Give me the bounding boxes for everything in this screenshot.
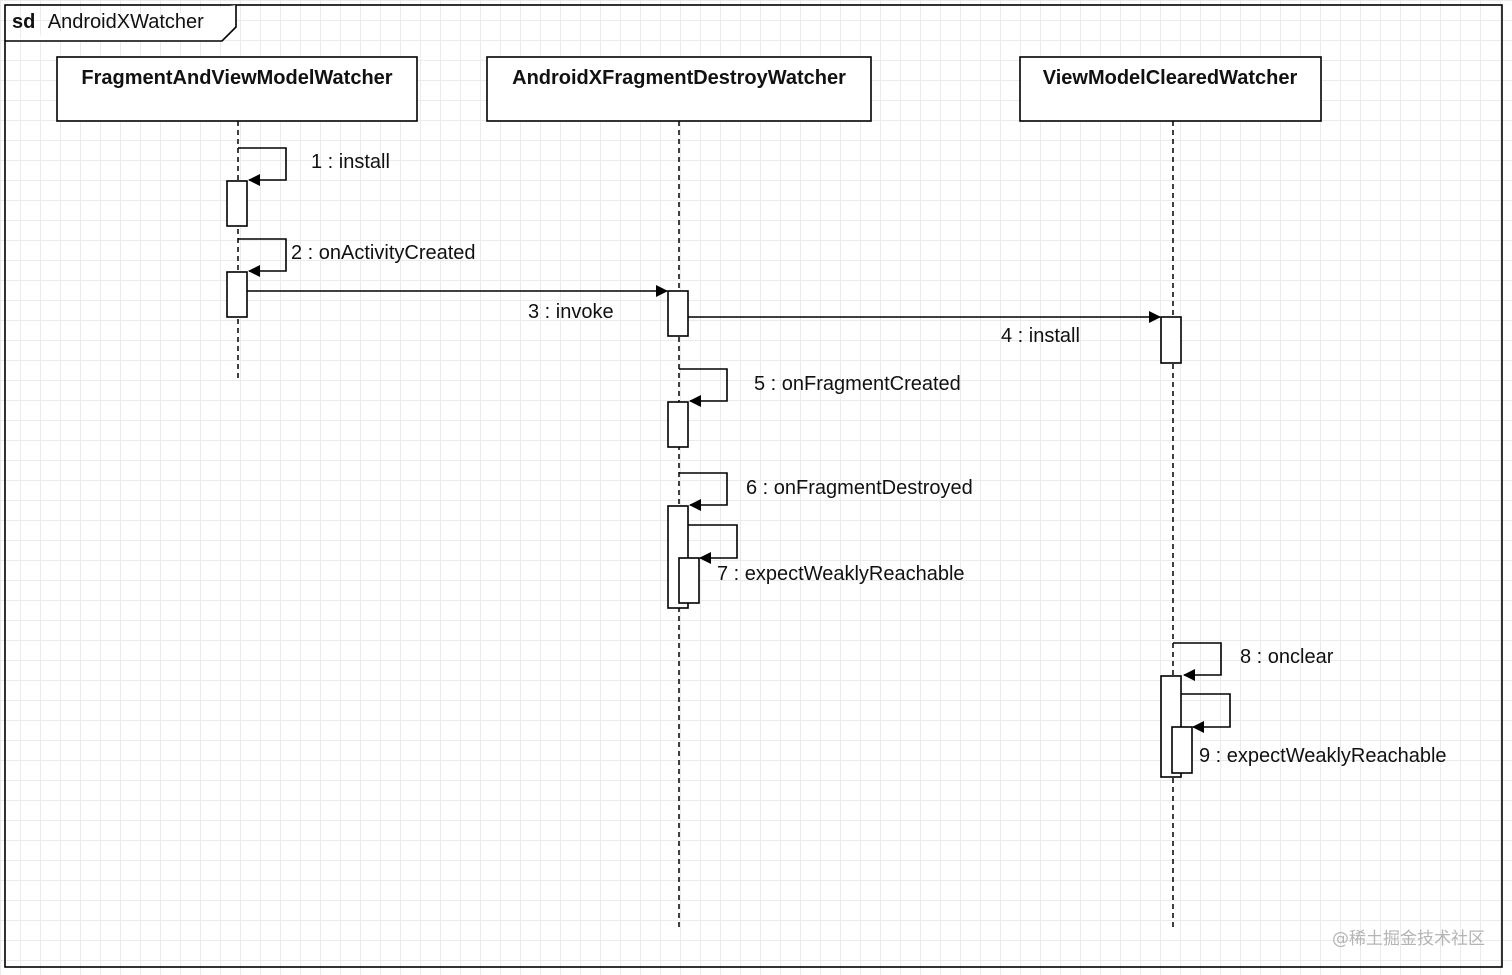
- participant-androidx-fragment-destroy-watcher[interactable]: AndroidXFragmentDestroyWatcher: [486, 56, 872, 122]
- message-8-arrow: [1173, 642, 1222, 681]
- participant-name: ViewModelClearedWatcher: [1043, 67, 1298, 89]
- message-5-arrow: [679, 368, 728, 407]
- message-1-arrow: [238, 147, 287, 186]
- message-4-label: 4 : install: [1001, 325, 1080, 347]
- participant-name: AndroidXFragmentDestroyWatcher: [512, 67, 846, 89]
- message-9-arrow: [1181, 693, 1231, 733]
- message-2-arrow: [238, 238, 287, 277]
- message-9[interactable]: 9 : expectWeaklyReachable: [1171, 693, 1447, 774]
- frame-border: [4, 4, 1503, 968]
- message-6-arrow: [679, 472, 728, 511]
- participant-name: FragmentAndViewModelWatcher: [81, 67, 392, 89]
- activation-bar: [1160, 316, 1182, 364]
- message-8-label: 8 : onclear: [1240, 646, 1334, 668]
- participant-box: [56, 56, 418, 122]
- participant-viewmodel-cleared-watcher[interactable]: ViewModelClearedWatcher: [1019, 56, 1322, 122]
- activation-bar: [678, 557, 700, 604]
- participant-box: [486, 56, 872, 122]
- activation-bar: [667, 290, 689, 337]
- message-7[interactable]: 7 : expectWeaklyReachable: [678, 524, 965, 604]
- message-3[interactable]: 3 : invoke: [247, 285, 689, 337]
- message-1[interactable]: 1 : install: [226, 147, 390, 227]
- participant-fragment-and-viewmodel-watcher[interactable]: FragmentAndViewModelWatcher: [56, 56, 418, 122]
- activation-bar: [667, 401, 689, 448]
- activation-bar: [226, 180, 248, 227]
- message-5-label: 5 : onFragmentCreated: [754, 373, 961, 395]
- message-3-label: 3 : invoke: [528, 301, 614, 323]
- frame-keyword: sd: [12, 11, 35, 33]
- watermark: @稀土掘金技术社区: [1332, 929, 1485, 949]
- activation-bar: [226, 271, 248, 318]
- frame-label-tab: [5, 5, 237, 42]
- message-4[interactable]: 4 : install: [688, 311, 1182, 364]
- message-7-label: 7 : expectWeaklyReachable: [717, 563, 965, 585]
- frame-name: AndroidXWatcher: [48, 11, 204, 33]
- message-2[interactable]: 2 : onActivityCreated: [226, 238, 476, 318]
- message-6[interactable]: 6 : onFragmentDestroyed: [667, 472, 973, 609]
- message-7-arrow: [688, 524, 738, 564]
- message-9-label: 9 : expectWeaklyReachable: [1199, 745, 1447, 767]
- message-6-label: 6 : onFragmentDestroyed: [746, 477, 973, 499]
- message-2-label: 2 : onActivityCreated: [291, 242, 476, 264]
- participant-box: [1019, 56, 1322, 122]
- activation-bar: [1171, 726, 1193, 774]
- message-1-label: 1 : install: [311, 151, 390, 173]
- frame-label: sd AndroidXWatcher: [12, 11, 204, 33]
- message-5[interactable]: 5 : onFragmentCreated: [667, 368, 961, 448]
